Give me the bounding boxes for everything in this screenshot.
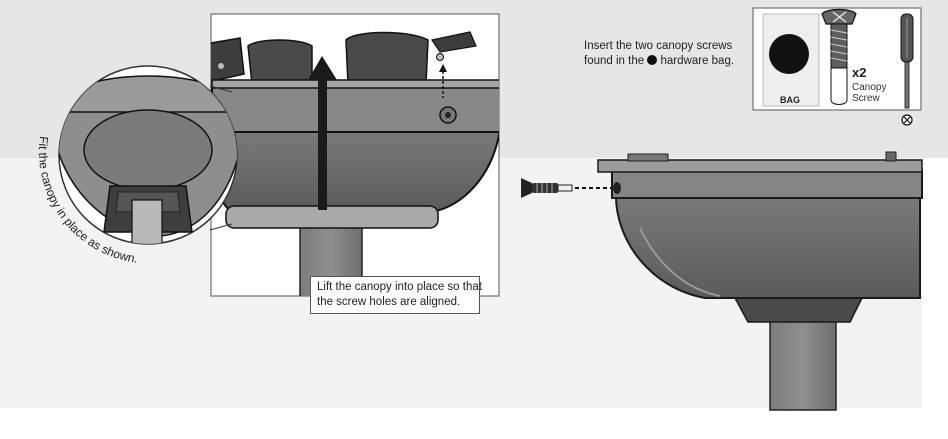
hardware-box: BAG x2 Canopy Screw bbox=[752, 7, 922, 126]
downrod bbox=[769, 317, 837, 411]
detail-frame bbox=[210, 13, 500, 297]
quantity-label: x2 bbox=[852, 65, 866, 80]
lift-note-line1: Lift the canopy into place so that bbox=[317, 281, 482, 293]
insert-note-line1: Insert the two canopy screws bbox=[584, 40, 733, 52]
detail-canopy-rim bbox=[211, 85, 499, 133]
phillips-head-icon bbox=[901, 114, 913, 126]
detail-canopy-body bbox=[211, 129, 499, 213]
insert-note-line2: found in the hardware bag. bbox=[584, 55, 735, 67]
hardware-bag-dot-icon bbox=[647, 55, 658, 65]
bag-label: BAG bbox=[780, 95, 800, 105]
screw-hole bbox=[613, 182, 621, 194]
mounting-collar bbox=[733, 297, 864, 323]
up-arrow-icon bbox=[308, 56, 337, 210]
lift-canopy-note: Lift the canopy into place so that the s… bbox=[310, 276, 482, 314]
canopy-body bbox=[614, 195, 921, 299]
screw-name-line1: Canopy bbox=[852, 82, 886, 93]
screw-icon bbox=[521, 178, 573, 198]
phillips-screwdriver-icon bbox=[900, 13, 914, 109]
main-canopy-view bbox=[521, 151, 923, 411]
canopy-rim bbox=[611, 169, 923, 199]
screw-name-line2: Screw bbox=[852, 93, 881, 104]
ceiling-plate bbox=[597, 159, 923, 173]
lift-note-line2: the screw holes are aligned. bbox=[317, 296, 461, 308]
insert-screws-note: Insert the two canopy screws found in th… bbox=[576, 39, 744, 69]
canopy-screw-icon bbox=[821, 8, 857, 105]
